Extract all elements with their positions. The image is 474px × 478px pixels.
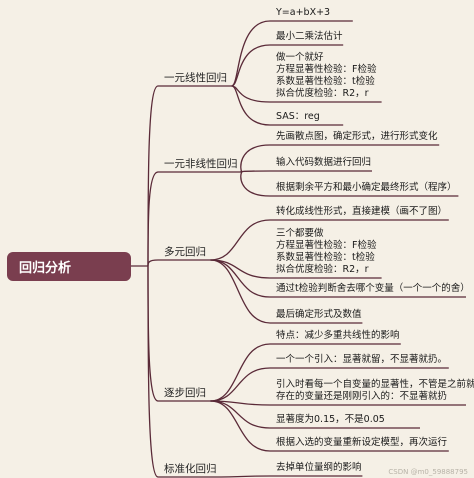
leaf-connector — [220, 475, 271, 478]
branch-label: 一元线性回归 — [164, 72, 227, 84]
leaf-line: 通过t检验判断舍去哪个变量（一个一个的舍） — [276, 283, 470, 294]
leaf-line: 根据入选的变量重新设定模型，再次运行 — [276, 437, 448, 448]
leaf-node[interactable]: 一个一个引入：显著就留，不显著就扔。 — [276, 354, 447, 366]
leaf-line: 显著度为0.15，不是0.05 — [276, 414, 385, 425]
leaf-connector — [210, 219, 271, 261]
leaf-node[interactable]: 三个都要做方程显著性检验：F检验系数显著性检验：t检验拟合优度检验：R2，r — [276, 228, 376, 276]
leaf-node[interactable]: 做一个就好方程显著性检验：F检验系数显著性检验：t检验拟合优度检验：R2，r — [276, 52, 376, 100]
leaf-line: 先画散点图，确定形式，进行形式变化 — [276, 131, 438, 142]
leaf-node[interactable]: 通过t检验判断舍去哪个变量（一个一个的舍） — [276, 283, 470, 295]
leaf-connector — [210, 259, 271, 324]
leaf-line: 去掉单位量纲的影响 — [276, 462, 362, 473]
leaf-line: 系数显著性检验：t检验 — [276, 252, 375, 263]
branch-label: 逐步回归 — [164, 387, 206, 399]
leaf-connector — [210, 259, 271, 298]
branch-connector — [147, 265, 159, 478]
leaf-node[interactable]: 最后确定形式及数值 — [276, 309, 362, 321]
branch-connector — [147, 259, 159, 267]
branch-node[interactable]: 标准化回归 — [164, 463, 217, 476]
leaf-node[interactable]: 输入代码数据进行回归 — [276, 157, 371, 169]
leaf-connector — [210, 400, 271, 452]
leaf-node[interactable]: 最小二乘法估计 — [276, 31, 343, 43]
leaf-connector — [240, 170, 271, 173]
branch-node[interactable]: 逐步回归 — [164, 387, 206, 400]
branch-node[interactable]: 多元回归 — [164, 246, 206, 259]
leaf-line: 特点：减少多重共线性的影响 — [276, 330, 400, 341]
leaf-node[interactable]: 显著度为0.15，不是0.05 — [276, 414, 385, 426]
leaf-node[interactable]: 特点：减少多重共线性的影响 — [276, 330, 400, 342]
leaf-line: 方程显著性检验：F检验 — [276, 240, 377, 251]
leaf-line: 根据剩余平方和最小确定最终形式（程序） — [276, 182, 457, 193]
leaf-line: 引入时看每一个自变量的显著性，不管是之前就 — [276, 379, 474, 390]
leaf-node[interactable]: 引入时看每一个自变量的显著性，不管是之前就存在的变量还是刚刚引入的：不显著就扔 — [276, 379, 474, 403]
leaf-node[interactable]: 根据入选的变量重新设定模型，再次运行 — [276, 437, 447, 449]
root-label: 回归分析 — [19, 261, 72, 276]
branch-node[interactable]: 一元线性回归 — [164, 72, 227, 85]
leaf-node[interactable]: SAS：reg — [276, 111, 320, 123]
leaf-connector — [240, 171, 271, 197]
leaf-line: 最小二乘法估计 — [276, 31, 343, 42]
leaf-node[interactable]: 去掉单位量纲的影响 — [276, 462, 362, 474]
leaf-line: 做一个就好 — [276, 52, 324, 63]
leaf-line: 输入代码数据进行回归 — [276, 157, 372, 168]
leaf-line: 存在的变量还是刚刚引入的：不显著就扔 — [276, 391, 448, 402]
branch-label: 一元非线性回归 — [164, 158, 238, 170]
leaf-node[interactable]: Y=a+bX+3 — [276, 7, 330, 19]
branch-connector — [147, 265, 159, 402]
leaf-connector — [210, 367, 271, 402]
leaf-line: 三个都要做 — [276, 228, 324, 239]
leaf-line: 最后确定形式及数值 — [276, 309, 362, 320]
branch-connector — [147, 171, 159, 267]
leaf-connector — [210, 343, 271, 402]
root-node[interactable]: 回归分析 — [7, 252, 131, 281]
branch-connector — [147, 85, 159, 267]
leaf-line: 转化成线性形式，直接建模（画不了图） — [276, 206, 448, 217]
leaf-line: 系数显著性检验：t检验 — [276, 76, 375, 87]
watermark: CSDN @m0_59888795 — [388, 468, 468, 476]
leaf-line: 方程显著性检验：F检验 — [276, 64, 377, 75]
branch-label: 标准化回归 — [164, 463, 217, 475]
leaf-connector — [231, 85, 271, 126]
leaf-line: SAS：reg — [276, 111, 320, 122]
leaf-connector — [231, 44, 271, 87]
leaf-connector — [240, 144, 271, 173]
branch-node[interactable]: 一元非线性回归 — [164, 158, 238, 171]
leaf-line: 一个一个引入：显著就留，不显著就扔。 — [276, 354, 448, 365]
leaf-line: 拟合优度检验：R2，r — [276, 264, 369, 275]
branch-label: 多元回归 — [164, 246, 206, 258]
leaf-line: Y=a+bX+3 — [276, 7, 331, 18]
leaf-line: 拟合优度检验：R2，r — [276, 88, 369, 99]
leaf-node[interactable]: 先画散点图，确定形式，进行形式变化 — [276, 131, 438, 143]
leaf-node[interactable]: 根据剩余平方和最小确定最终形式（程序） — [276, 182, 457, 194]
leaf-node[interactable]: 转化成线性形式，直接建模（画不了图） — [276, 206, 447, 218]
